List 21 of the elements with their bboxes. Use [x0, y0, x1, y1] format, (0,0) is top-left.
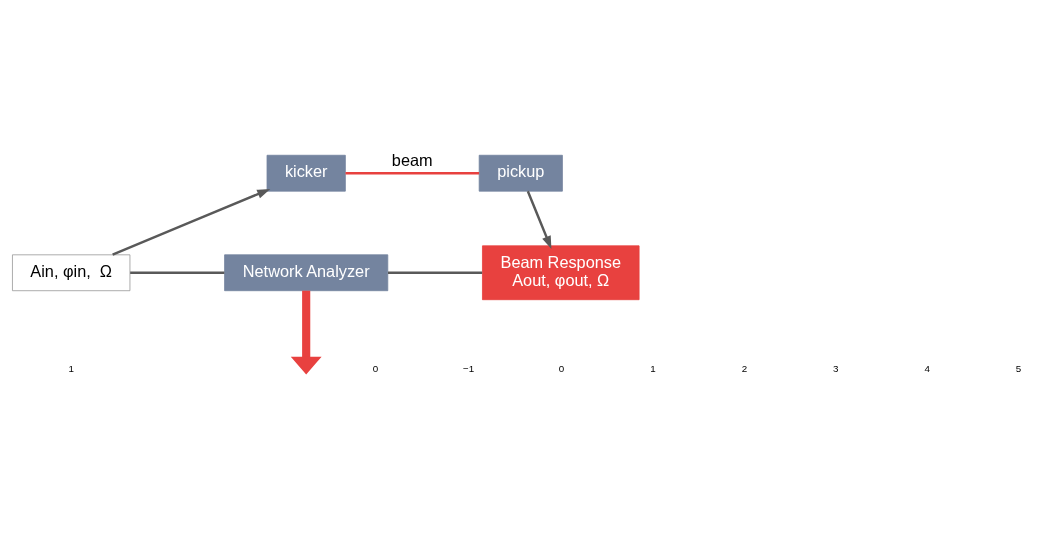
node-box: kicker: [266, 154, 346, 192]
arrow: [526, 190, 552, 250]
label: 4: [924, 362, 930, 374]
node-box: Beam Response Aout, φout, Ω: [482, 245, 640, 301]
label: 0: [372, 362, 379, 374]
connector: [345, 172, 480, 175]
arrow: [112, 189, 271, 256]
connector: [388, 271, 483, 274]
node-box: Network Analyzer: [224, 254, 389, 292]
label: −1: [462, 362, 475, 374]
label: 0: [558, 362, 565, 374]
edge-label: beam: [391, 150, 433, 169]
node-box: Ain, φin, Ω: [12, 254, 131, 292]
label: 1: [650, 362, 656, 374]
arrow: [290, 290, 322, 375]
label: 5: [1015, 362, 1022, 374]
connector: [130, 271, 225, 274]
label: 2: [741, 362, 748, 374]
label: 1: [68, 362, 74, 374]
node-box: pickup: [478, 154, 563, 192]
label: 3: [833, 362, 839, 374]
